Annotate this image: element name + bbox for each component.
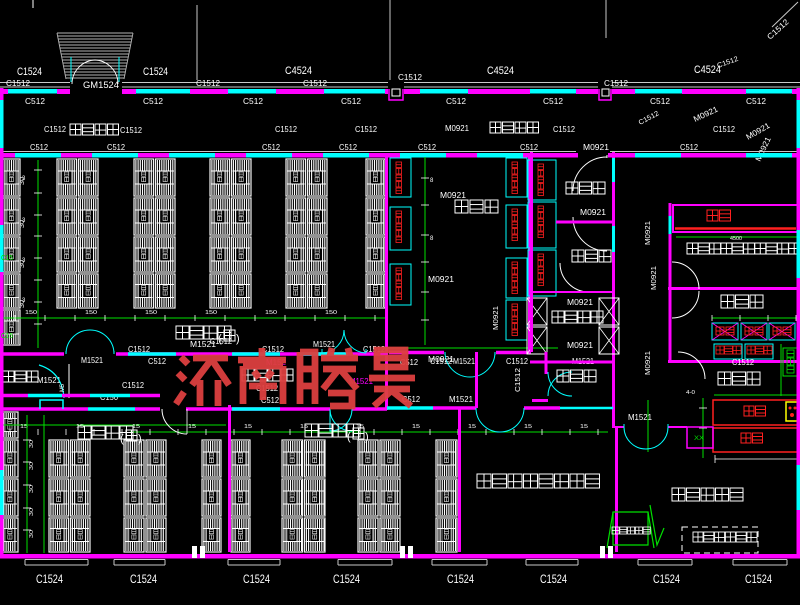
svg-text:C1512: C1512 [398,73,423,82]
svg-text:15: 15 [188,424,196,430]
svg-text:15: 15 [244,424,252,430]
svg-text:30: 30 [29,462,35,470]
svg-text:M0921: M0921 [567,298,594,307]
svg-text:M1521: M1521 [81,356,103,365]
svg-text:C1512: C1512 [196,79,221,88]
svg-text:C15: C15 [1,333,13,340]
svg-text:M1521: M1521 [628,413,653,422]
svg-text:C1512: C1512 [6,79,31,88]
svg-text:C1512: C1512 [506,357,529,366]
svg-text:C512: C512 [446,97,467,106]
svg-text:M0921: M0921 [428,275,455,284]
svg-text:C512: C512 [418,143,437,152]
svg-text:C512: C512 [520,143,539,152]
svg-text:M0921: M0921 [651,266,658,290]
svg-text:C1524: C1524 [143,66,168,78]
svg-text:C512: C512 [650,97,671,106]
svg-text:C1512: C1512 [303,79,328,88]
svg-text:C1512: C1512 [515,368,522,392]
svg-text:15: 15 [76,424,84,430]
svg-text:C512: C512 [543,97,564,106]
svg-text:C1524: C1524 [540,572,567,586]
svg-text:C1512: C1512 [210,337,233,346]
svg-text:C1524: C1524 [17,66,42,78]
svg-text:C512: C512 [262,143,281,152]
svg-text:C512: C512 [341,97,362,106]
svg-text:30: 30 [29,440,35,448]
svg-text:C1524: C1524 [653,572,680,586]
svg-text:M1521: M1521 [449,395,474,404]
svg-text:C1524: C1524 [333,572,360,586]
svg-text:C512: C512 [25,97,46,106]
svg-text:150: 150 [325,310,337,316]
svg-text:C1524: C1524 [130,572,157,586]
svg-text:M1521: M1521 [313,340,335,349]
svg-text:C512: C512 [243,97,264,106]
svg-text:C15: C15 [1,255,13,262]
svg-text:): ) [236,333,240,345]
svg-text:C1524: C1524 [243,572,270,586]
svg-text:GM1524: GM1524 [83,80,119,90]
svg-text:30: 30 [29,508,35,516]
svg-text:C1512: C1512 [355,125,378,134]
svg-text:C512: C512 [143,97,164,106]
svg-text:C1512: C1512 [275,125,298,134]
svg-text:C1512: C1512 [44,125,67,134]
svg-text:4-0: 4-0 [686,390,695,396]
svg-text:M5: M5 [60,383,66,392]
svg-text:C1512: C1512 [732,358,755,367]
svg-text:15: 15 [580,424,588,430]
svg-text:C512: C512 [107,143,126,152]
svg-text:C512: C512 [680,143,699,152]
svg-text:C1524: C1524 [745,572,772,586]
svg-text:M0921: M0921 [580,208,607,217]
svg-text:C4524: C4524 [487,65,514,77]
svg-text:M0921: M0921 [645,221,652,245]
svg-text:C1524: C1524 [36,572,63,586]
svg-text:C1512: C1512 [120,126,143,135]
svg-text:4500: 4500 [730,236,742,242]
svg-text:30: 30 [29,530,35,538]
svg-text:M0921: M0921 [440,191,467,200]
svg-text:M0921: M0921 [445,124,470,133]
svg-text:M0921: M0921 [645,351,652,375]
svg-text:C1512: C1512 [553,125,576,134]
svg-text:M1521: M1521 [453,357,475,366]
svg-text:C512: C512 [339,143,358,152]
svg-text:M0921: M0921 [567,341,594,350]
svg-text:15: 15 [524,424,532,430]
svg-text:150: 150 [205,310,217,316]
svg-text:15: 15 [412,424,420,430]
svg-text:): ) [138,433,142,445]
svg-text:30: 30 [29,485,35,493]
svg-text:150: 150 [85,310,97,316]
svg-text:XX: XX [694,436,704,442]
svg-text:C1524: C1524 [447,572,474,586]
svg-text:C1512: C1512 [604,79,629,88]
svg-text:C4524: C4524 [285,65,312,77]
svg-text:150: 150 [25,310,37,316]
svg-text:C512: C512 [30,143,49,152]
svg-text:150: 150 [145,310,157,316]
svg-text:C512: C512 [746,97,767,106]
svg-text:M0921: M0921 [583,143,610,152]
svg-text:C1512: C1512 [122,381,145,390]
svg-text:150: 150 [265,310,277,316]
svg-text:): ) [365,431,369,443]
svg-text:15: 15 [468,424,476,430]
svg-text:C512: C512 [148,357,167,366]
svg-text:15: 15 [300,424,308,430]
svg-text:C1512: C1512 [128,345,151,354]
svg-text:(: ( [347,431,351,443]
svg-text:(: ( [120,433,124,445]
svg-text:C1512: C1512 [713,125,736,134]
svg-text:C1512: C1512 [430,357,453,366]
svg-text:M0921: M0921 [493,306,500,330]
